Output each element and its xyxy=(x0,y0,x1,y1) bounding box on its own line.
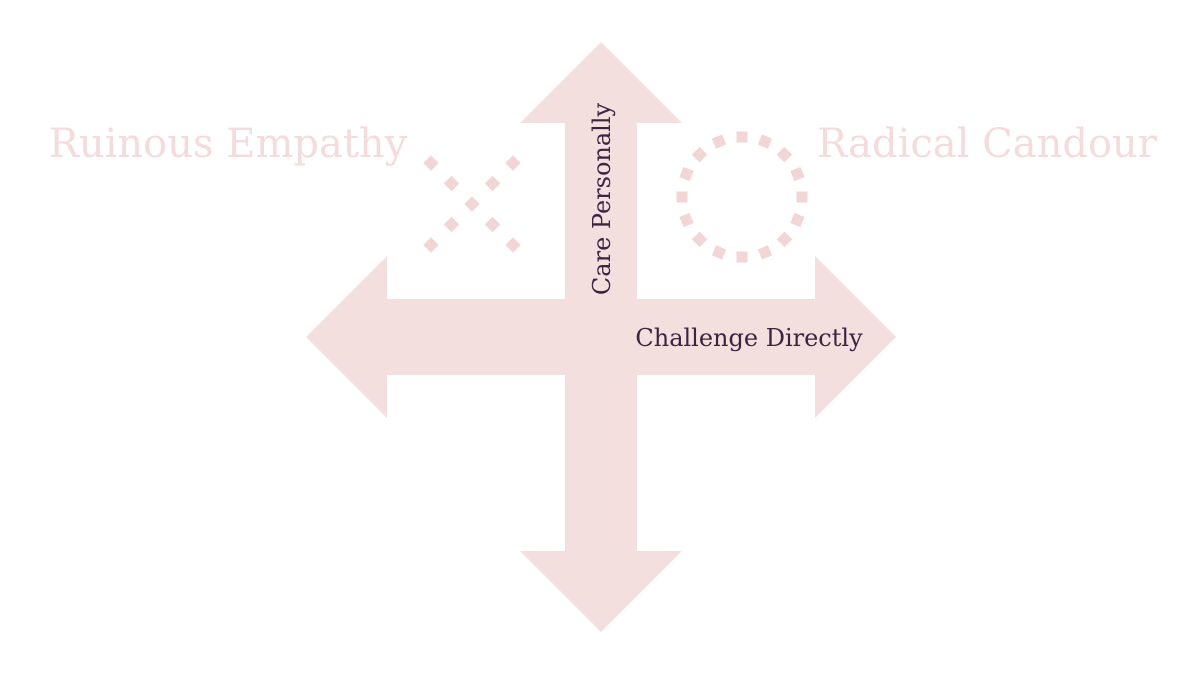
circle-dot xyxy=(776,231,793,248)
dotted-circle-icon xyxy=(676,131,808,263)
circle-dot xyxy=(757,134,773,149)
circle-dot xyxy=(691,146,708,163)
circle-dot xyxy=(757,245,773,260)
circle-dot xyxy=(711,134,727,149)
circle-dot xyxy=(796,191,808,203)
circle-dot xyxy=(736,251,748,263)
cross-dot xyxy=(443,216,460,233)
cross-dot xyxy=(443,175,460,192)
circle-dot xyxy=(790,166,805,182)
cross-arrows xyxy=(306,42,896,632)
circle-dot xyxy=(679,166,694,182)
circle-dot xyxy=(790,212,805,228)
circle-dot xyxy=(679,212,694,228)
quadrant-label-radical-candour: Radical Candour xyxy=(817,121,1158,167)
cross-dot xyxy=(505,155,521,171)
cross-dot xyxy=(423,237,439,253)
axis-label-care-personally: Care Personally xyxy=(588,102,616,295)
circle-dot xyxy=(776,146,793,163)
cross-dot xyxy=(423,155,439,171)
cross-dot xyxy=(484,216,501,233)
horizontal-arrow xyxy=(306,256,896,418)
circle-dot xyxy=(736,131,748,143)
cross-dot xyxy=(464,196,480,212)
cross-dot xyxy=(505,237,521,253)
quadrant-label-ruinous-empathy: Ruinous Empathy xyxy=(49,121,408,167)
axis-label-challenge-directly: Challenge Directly xyxy=(635,324,863,352)
dotted-cross-icon xyxy=(423,155,521,253)
circle-dot xyxy=(676,191,688,203)
circle-dot xyxy=(711,245,727,260)
cross-dot xyxy=(484,175,501,192)
circle-dot xyxy=(691,231,708,248)
